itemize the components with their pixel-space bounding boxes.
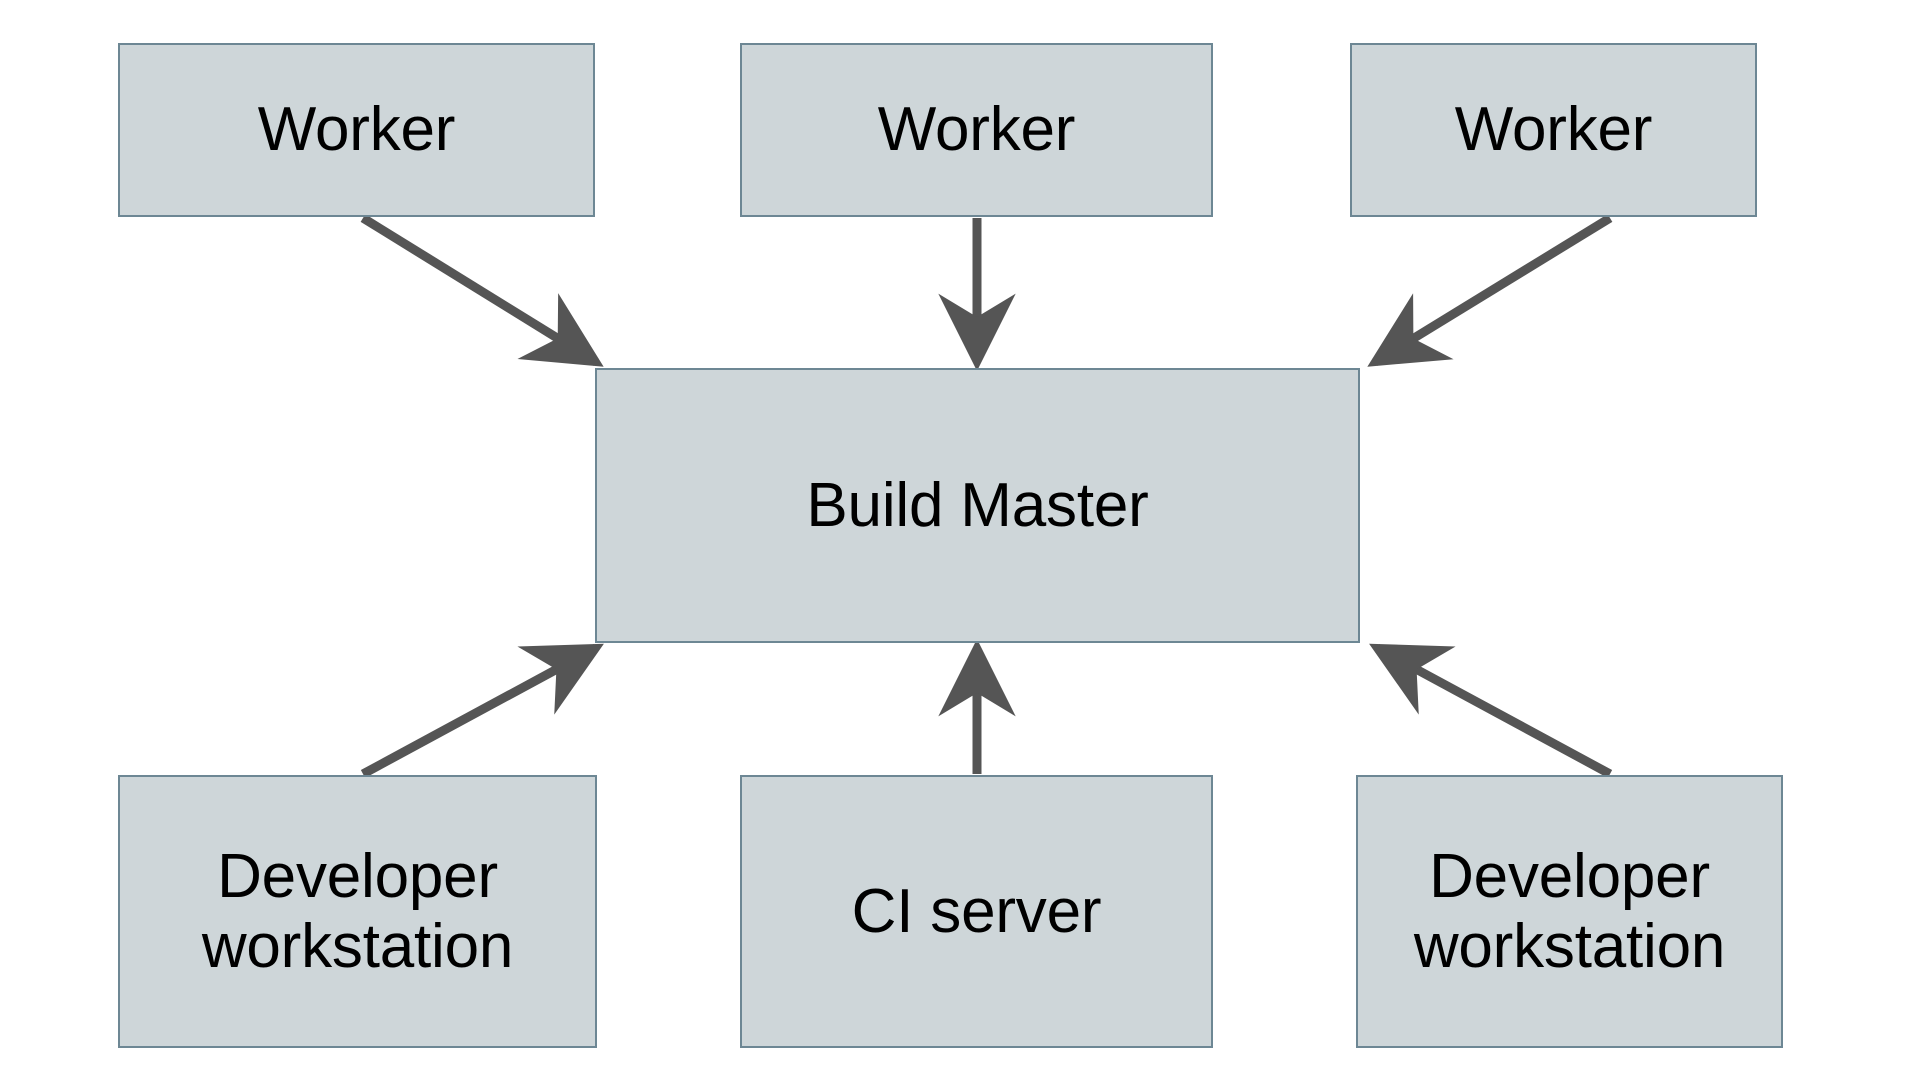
node-label: Build Master — [806, 470, 1149, 540]
node-label: Developer workstation — [201, 842, 514, 981]
edge-workstation-left-to-master — [360, 643, 604, 778]
node-ci-server[interactable]: CI server — [740, 775, 1213, 1048]
node-build-master[interactable]: Build Master — [595, 368, 1360, 643]
edge-worker-left-to-master — [360, 214, 604, 367]
node-label: Developer workstation — [1413, 842, 1726, 981]
node-label: CI server — [851, 876, 1102, 946]
node-label: Worker — [1454, 95, 1653, 165]
edge-workstation-right-to-master — [1369, 643, 1613, 778]
node-label: Worker — [877, 95, 1076, 165]
node-workstation-left[interactable]: Developer workstation — [118, 775, 597, 1048]
edge-worker-right-to-master — [1367, 214, 1613, 367]
node-worker-left[interactable]: Worker — [118, 43, 595, 217]
node-worker-center[interactable]: Worker — [740, 43, 1213, 217]
node-worker-right[interactable]: Worker — [1350, 43, 1757, 217]
node-workstation-right[interactable]: Developer workstation — [1356, 775, 1783, 1048]
node-label: Worker — [257, 95, 456, 165]
